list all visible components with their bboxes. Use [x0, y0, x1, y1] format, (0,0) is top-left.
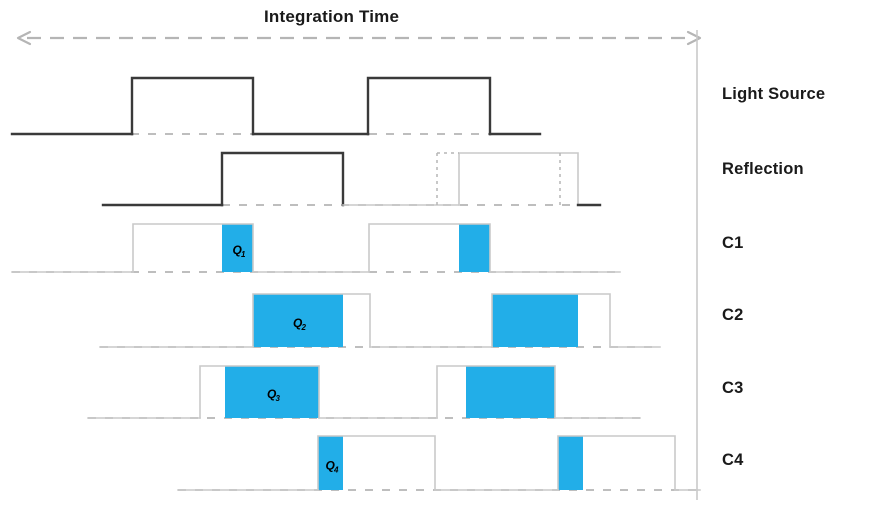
row-label-light-source: Light Source [722, 85, 825, 103]
charge-block-c4-2 [558, 436, 583, 490]
pulse-c4-1 [317, 435, 436, 491]
row-label-c1: C1 [722, 234, 744, 252]
integration-time-arrow [16, 30, 702, 46]
pulse-c3-1 [199, 365, 320, 419]
charge-block-c2-1 [253, 294, 343, 347]
charge-block-c3-1 [225, 366, 319, 418]
charge-block-c2-2 [492, 294, 578, 347]
pulse-c2-2 [491, 293, 611, 348]
pulse-light-source-1 [130, 76, 255, 136]
charge-label-c2: Q [293, 316, 303, 330]
row-label-c2: C2 [722, 306, 744, 324]
charge-block-c1-1 [222, 224, 253, 272]
pulse-reflection-1 [220, 151, 345, 207]
row-label-reflection: Reflection [722, 160, 804, 178]
charge-label-subscript-c2: 2 [301, 323, 307, 332]
charge-label-subscript-c3: 3 [276, 394, 281, 403]
charge-label-subscript-c1: 1 [241, 250, 246, 259]
diagram-title: Integration Time [264, 7, 399, 26]
row-label-c4: C4 [722, 451, 744, 469]
pulse-c1-2 [368, 223, 491, 273]
pulse-reflection-2 [458, 152, 579, 206]
charge-label-subscript-c4: 4 [333, 465, 339, 474]
waveform-row-reflection: Reflection [101, 151, 804, 207]
charge-label-c4: Q [326, 458, 336, 472]
charge-block-c1-2 [459, 224, 490, 272]
waveform-row-light-source: Light Source [10, 76, 825, 136]
pulse-light-source-2 [366, 76, 492, 136]
arrow-head-left [16, 30, 32, 46]
pulse-c2-1 [252, 293, 371, 348]
pulse-c4-2 [557, 435, 676, 491]
charge-label-c3: Q [267, 387, 277, 401]
charge-label-c1: Q [233, 243, 243, 257]
row-label-c3: C3 [722, 379, 744, 397]
pulse-c3-2 [436, 365, 556, 419]
charge-block-c3-2 [466, 366, 555, 418]
pulse-c1-1 [132, 223, 254, 273]
arrow-head-right [686, 30, 702, 46]
charge-block-c4-1 [318, 436, 343, 490]
